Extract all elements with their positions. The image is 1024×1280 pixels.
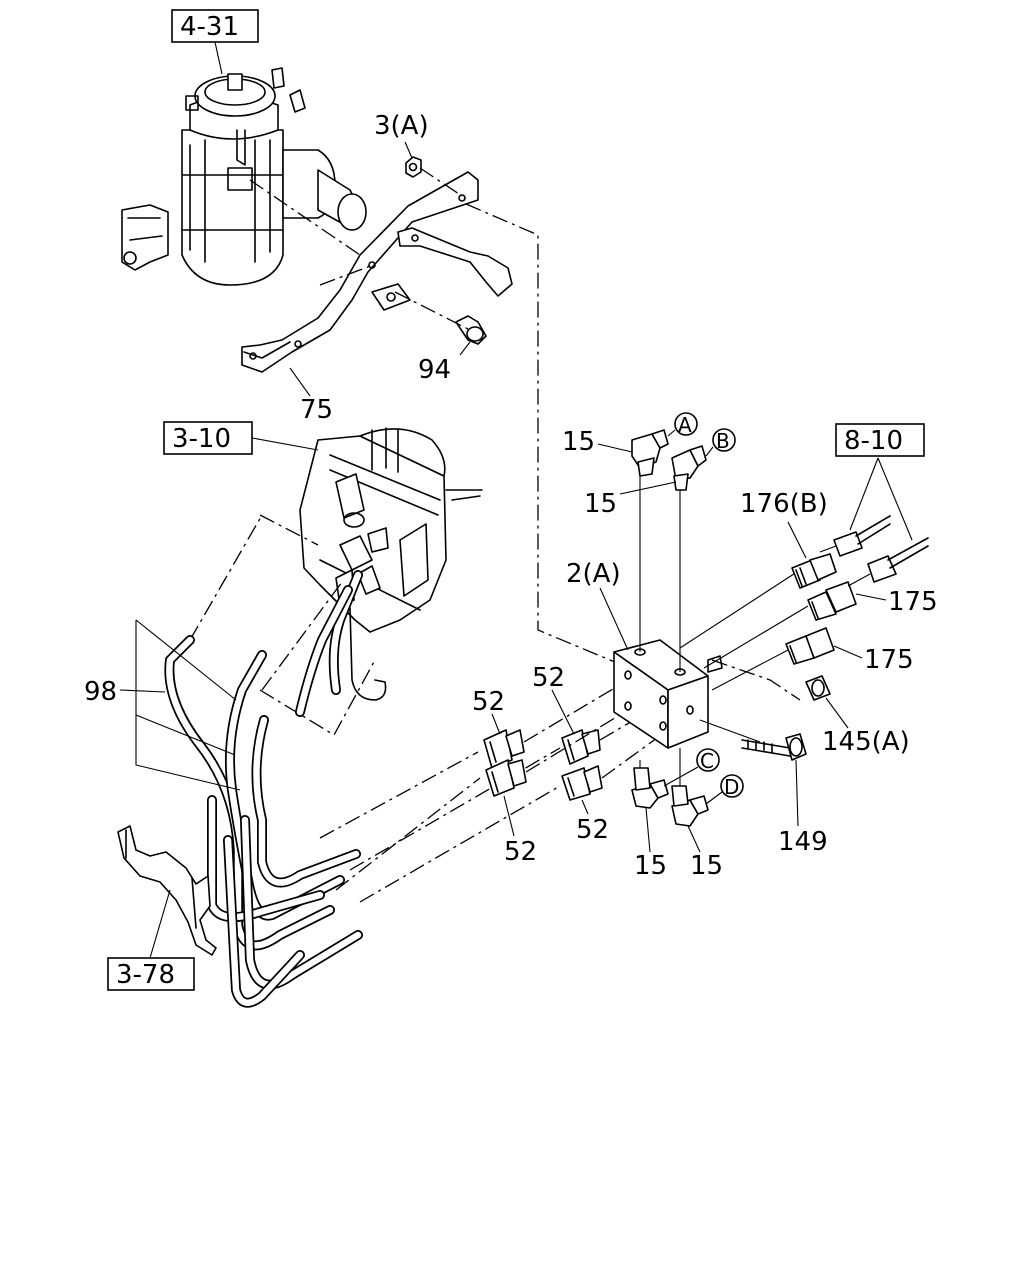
callout-15-b: 15 bbox=[584, 489, 617, 519]
ref-8-10: 8-10 bbox=[835, 423, 925, 541]
elbow-fitting-15-a bbox=[631, 429, 669, 477]
ref-3-78: 3-78 bbox=[107, 889, 195, 991]
callout-94: 94 bbox=[418, 355, 451, 385]
callout-2a: 2(A) bbox=[566, 559, 621, 589]
callout-15-d: 15 bbox=[690, 851, 723, 881]
ref-4-31-label: 4-31 bbox=[180, 12, 239, 42]
bolt-149 bbox=[741, 733, 807, 761]
bolt-94: 94 bbox=[418, 315, 487, 385]
callout-175-a: 175 bbox=[888, 587, 938, 617]
bracket-75 bbox=[241, 171, 513, 373]
callout-52-b: 52 bbox=[532, 663, 565, 693]
callout-145a: 145(A) bbox=[822, 727, 910, 757]
clip-bracket bbox=[117, 825, 217, 956]
marker-a: A bbox=[667, 412, 698, 437]
union-fitting-52-b bbox=[561, 729, 601, 765]
elbow-fitting-15-b bbox=[671, 445, 707, 491]
switch-175-a bbox=[807, 581, 857, 621]
brake-valve-assembly bbox=[121, 67, 367, 286]
callout-15-c: 15 bbox=[634, 851, 667, 881]
marker-d: D bbox=[705, 774, 744, 805]
ref-3-78-label: 3-78 bbox=[116, 960, 175, 990]
callout-52-a: 52 bbox=[472, 687, 505, 717]
elbow-fitting-15-d bbox=[671, 785, 709, 827]
connector-a bbox=[833, 515, 891, 557]
callout-75: 75 bbox=[300, 395, 333, 425]
callout-176b: 176(B) bbox=[740, 489, 828, 519]
connector-b bbox=[867, 537, 929, 583]
valve-block-2a bbox=[613, 639, 723, 749]
marker-c-label: C bbox=[700, 749, 714, 773]
plug-145a bbox=[805, 675, 831, 701]
switch-176b bbox=[791, 553, 837, 589]
callout-98: 98 bbox=[84, 677, 117, 707]
pedal-bracket-assembly bbox=[299, 427, 483, 701]
ref-3-10-label: 3-10 bbox=[172, 424, 231, 454]
switch-175-b bbox=[785, 627, 835, 665]
callout-3a: 3(A) bbox=[374, 111, 429, 141]
marker-b: B bbox=[705, 428, 736, 457]
marker-d-label: D bbox=[724, 775, 739, 799]
ref-8-10-label: 8-10 bbox=[844, 426, 903, 456]
callout-15-a: 15 bbox=[562, 427, 595, 457]
union-fitting-52-a bbox=[483, 729, 525, 769]
union-fitting-52-c bbox=[485, 759, 527, 797]
clip-nut bbox=[371, 283, 411, 311]
callout-175-b: 175 bbox=[864, 645, 914, 675]
elbow-fitting-15-c bbox=[631, 767, 669, 809]
callout-149: 149 bbox=[778, 827, 828, 857]
callout-52-c: 52 bbox=[504, 837, 537, 867]
nut-3a: 3(A) bbox=[374, 111, 429, 178]
ref-4-31: 4-31 bbox=[171, 9, 259, 75]
pipe-bundle-98 bbox=[164, 570, 363, 1008]
callout-52-d: 52 bbox=[576, 815, 609, 845]
ref-3-10: 3-10 bbox=[163, 421, 319, 455]
union-fitting-52-d bbox=[561, 765, 603, 801]
marker-c: C bbox=[663, 748, 720, 787]
marker-a-label: A bbox=[678, 413, 692, 437]
callout-98-group: 98 bbox=[84, 619, 241, 791]
marker-b-label: B bbox=[716, 429, 730, 453]
